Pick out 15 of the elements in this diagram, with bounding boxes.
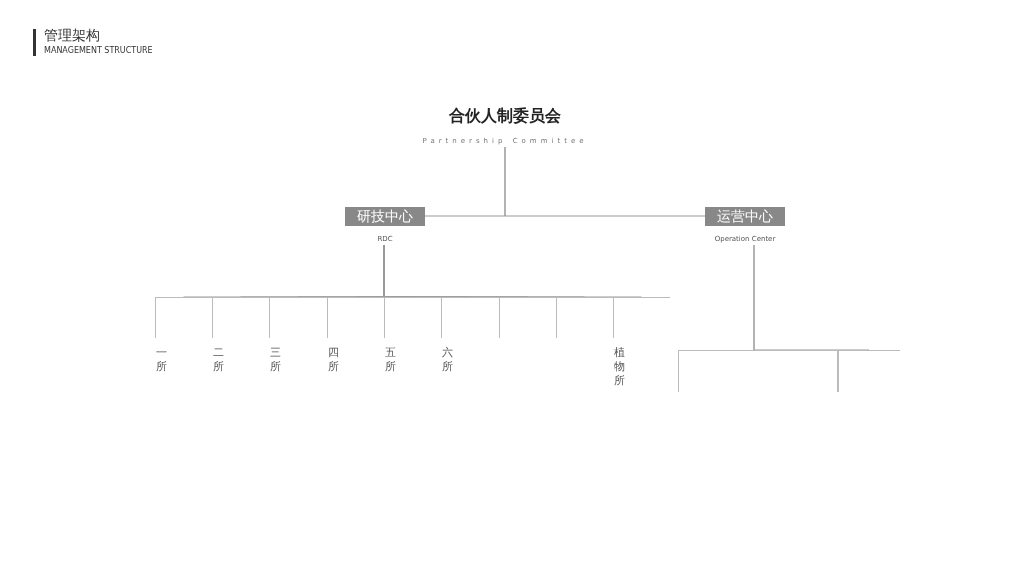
department-label: 二所	[213, 346, 225, 374]
connector-line	[504, 146, 706, 217]
committee-title: 合伙人制委员会	[449, 106, 561, 127]
connector-line	[383, 244, 642, 298]
center-title: 运营中心	[705, 207, 785, 226]
department-label: 四所	[328, 346, 340, 374]
heading: 管理架构	[44, 27, 100, 45]
center-title: 研技中心	[345, 207, 425, 226]
department-label: 六所	[442, 346, 454, 374]
department-label: 五所	[385, 346, 397, 374]
subheading: MANAGEMENT STRUCTURE	[44, 46, 153, 55]
department-label: 三所	[270, 346, 282, 374]
department-label: 植物所	[614, 346, 626, 388]
department-label: 一所	[156, 346, 168, 374]
connector-line	[753, 244, 870, 351]
